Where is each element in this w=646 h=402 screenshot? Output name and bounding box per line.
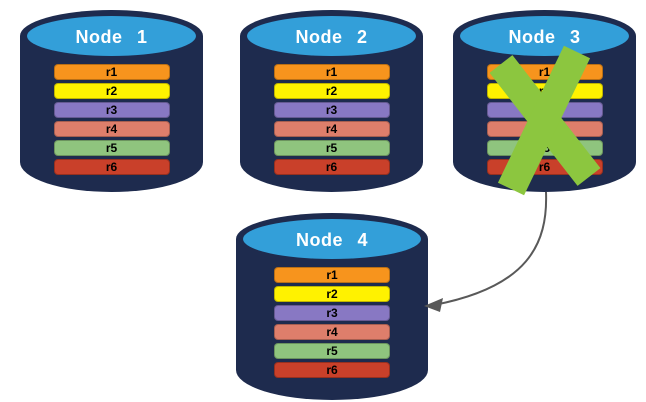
node-2-cylinder-top-face [247, 16, 416, 56]
node-2-row-r1: r1 [273, 64, 390, 80]
node-1-row-r6: r6 [53, 159, 170, 175]
node-2-row-r2: r2 [273, 83, 390, 99]
node-4-row-r5: r5 [274, 343, 390, 359]
node-2-row-r5: r5 [273, 140, 390, 156]
node-4-row-r2: r2 [274, 286, 390, 302]
node-4-row-r6: r6 [274, 362, 390, 378]
node-1: Node 1 r1 r2 r3 r4 r5 r6 [20, 10, 203, 192]
node-4-row-r3: r3 [274, 305, 390, 321]
node-3-row-r5: r5 [486, 140, 603, 156]
node-4: Node 4 r1 r2 r3 r4 r5 r6 [236, 213, 428, 400]
node-2-row-r4: r4 [273, 121, 390, 137]
replication-arrow-line [433, 191, 548, 306]
node-4-row-r1: r1 [274, 267, 390, 283]
node-1-row-r3: r3 [53, 102, 170, 118]
node-1-row-r4: r4 [53, 121, 170, 137]
node-1-row-r5: r5 [53, 140, 170, 156]
node-1-row-r1: r1 [53, 64, 170, 80]
node-3-row-r4: r4 [486, 121, 603, 137]
node-3-row-stack: r1 r2 r3 r4 r5 r6 [486, 64, 603, 178]
node-4-row-r4: r4 [274, 324, 390, 340]
node-2-title: Node 2 [295, 27, 368, 47]
node-4-title: Node 4 [295, 230, 368, 250]
node-1-cylinder-top-face [27, 16, 196, 56]
node-3-title: Node 3 [508, 27, 581, 47]
node-1-title: Node 1 [75, 27, 148, 47]
node-2-row-stack: r1 r2 r3 r4 r5 r6 [273, 64, 390, 178]
node-3-row-r2: r2 [486, 83, 603, 99]
node-4-cylinder-top-face [243, 219, 421, 259]
replication-arrow [424, 191, 548, 312]
node-1-row-stack: r1 r2 r3 r4 r5 r6 [53, 64, 170, 178]
node-2-row-r6: r6 [273, 159, 390, 175]
node-2: Node 2 r1 r2 r3 r4 r5 r6 [240, 10, 423, 192]
node-4-row-stack: r1 r2 r3 r4 r5 r6 [274, 267, 390, 381]
node-3-row-r6: r6 [486, 159, 603, 175]
node-2-row-r3: r3 [273, 102, 390, 118]
node-1-row-r2: r2 [53, 83, 170, 99]
node-3: Node 3 r1 r2 r3 r4 r5 r6 [453, 10, 636, 192]
node-3-row-r1: r1 [486, 64, 603, 80]
node-3-row-r3: r3 [486, 102, 603, 118]
